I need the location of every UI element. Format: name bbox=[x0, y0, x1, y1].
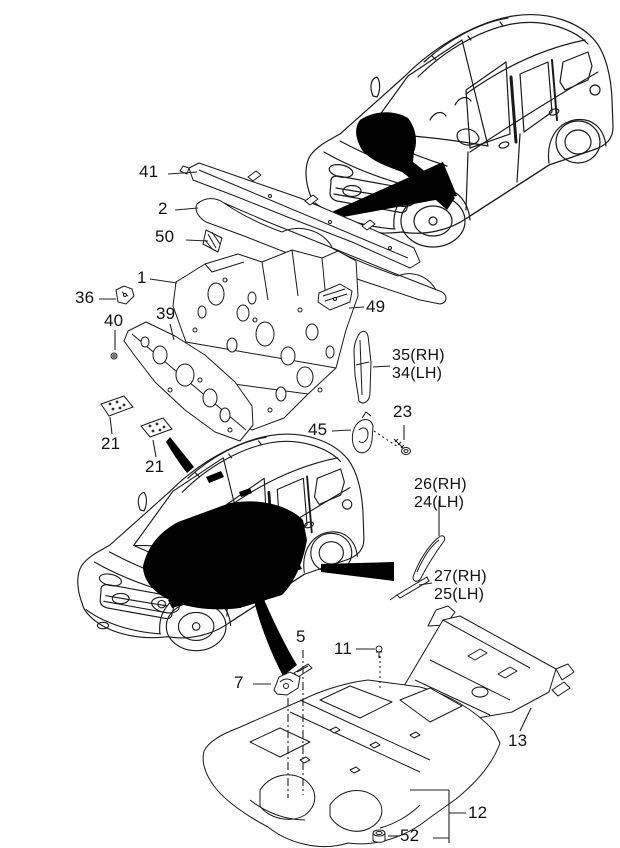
vehicle-middle bbox=[76, 432, 394, 676]
part-pad-21a bbox=[100, 395, 134, 417]
callout-13: 13 bbox=[508, 731, 528, 750]
leader-21a bbox=[109, 416, 113, 435]
black-arrow-carpet bbox=[252, 588, 297, 676]
leader-39 bbox=[169, 323, 175, 341]
leader-41 bbox=[167, 171, 198, 175]
part-fastener-40 bbox=[110, 352, 118, 360]
callout-36: 36 bbox=[75, 288, 95, 307]
roof-pad-mark-a bbox=[206, 471, 224, 483]
leader-50 bbox=[185, 239, 209, 242]
leader-21b bbox=[152, 439, 157, 458]
callout-27rh: 27(RH) bbox=[434, 568, 487, 585]
callout-40: 40 bbox=[104, 311, 124, 330]
leader-lines bbox=[99, 171, 532, 843]
black-arrow-sill bbox=[321, 562, 394, 581]
part-dash-insulator-39 bbox=[123, 321, 254, 442]
leader-1 bbox=[149, 278, 178, 284]
part-pin-11 bbox=[375, 645, 383, 658]
callout-2: 2 bbox=[158, 199, 168, 218]
part-cowl-side-49 bbox=[317, 283, 353, 311]
callout-24lh: 24(LH) bbox=[414, 494, 465, 511]
callout-34lh: 34(LH) bbox=[392, 365, 443, 382]
callout-39: 39 bbox=[156, 304, 176, 323]
callout-49: 49 bbox=[366, 297, 386, 316]
callout-25lh: 25(LH) bbox=[434, 586, 485, 603]
part-bracket-45 bbox=[351, 411, 374, 454]
callout-21b: 21 bbox=[145, 457, 165, 476]
callout-35rh: 35(RH) bbox=[392, 347, 445, 364]
callout-1: 1 bbox=[137, 268, 147, 287]
part-pad-21b bbox=[140, 417, 173, 438]
part-insulator-35-34 bbox=[353, 330, 372, 404]
callout-21a: 21 bbox=[101, 434, 121, 453]
rocker-highlight bbox=[168, 561, 302, 608]
black-arrow-pads bbox=[166, 437, 194, 473]
black-arrow-dash bbox=[305, 162, 457, 224]
callout-50: 50 bbox=[155, 227, 175, 246]
callout-26rh: 26(RH) bbox=[414, 476, 467, 493]
part-floor-carpet-12 bbox=[202, 679, 501, 848]
callout-5: 5 bbox=[296, 627, 306, 646]
leader-45 bbox=[331, 429, 352, 432]
roof-pad-mark-b bbox=[239, 488, 252, 497]
leader-27-25 bbox=[418, 582, 433, 586]
part-bolt-23 bbox=[393, 438, 411, 455]
floor-highlight bbox=[143, 501, 307, 610]
callout-45: 45 bbox=[308, 420, 328, 439]
callout-11: 11 bbox=[334, 639, 353, 658]
callout-12: 12 bbox=[468, 803, 488, 822]
leader-12-bracket bbox=[410, 789, 466, 843]
part-strip-27-25 bbox=[389, 576, 430, 601]
callout-7: 7 bbox=[234, 673, 244, 692]
part-bracket-7 bbox=[273, 671, 301, 696]
leader-35-34 bbox=[372, 365, 391, 368]
callout-52: 52 bbox=[400, 826, 420, 845]
vehicle-top bbox=[304, 13, 615, 249]
part-cowl-top-panel-41 bbox=[179, 162, 421, 269]
leader-49 bbox=[348, 306, 365, 309]
part-sill-26-24 bbox=[412, 535, 446, 582]
leader-2 bbox=[174, 207, 199, 211]
callout-41: 41 bbox=[139, 162, 159, 181]
leader-13 bbox=[519, 707, 532, 732]
part-cowl-cover-2-50 bbox=[195, 198, 447, 305]
part-grommet-52 bbox=[372, 829, 386, 843]
callout-23: 23 bbox=[393, 402, 413, 421]
part-bracket-36 bbox=[115, 285, 135, 305]
